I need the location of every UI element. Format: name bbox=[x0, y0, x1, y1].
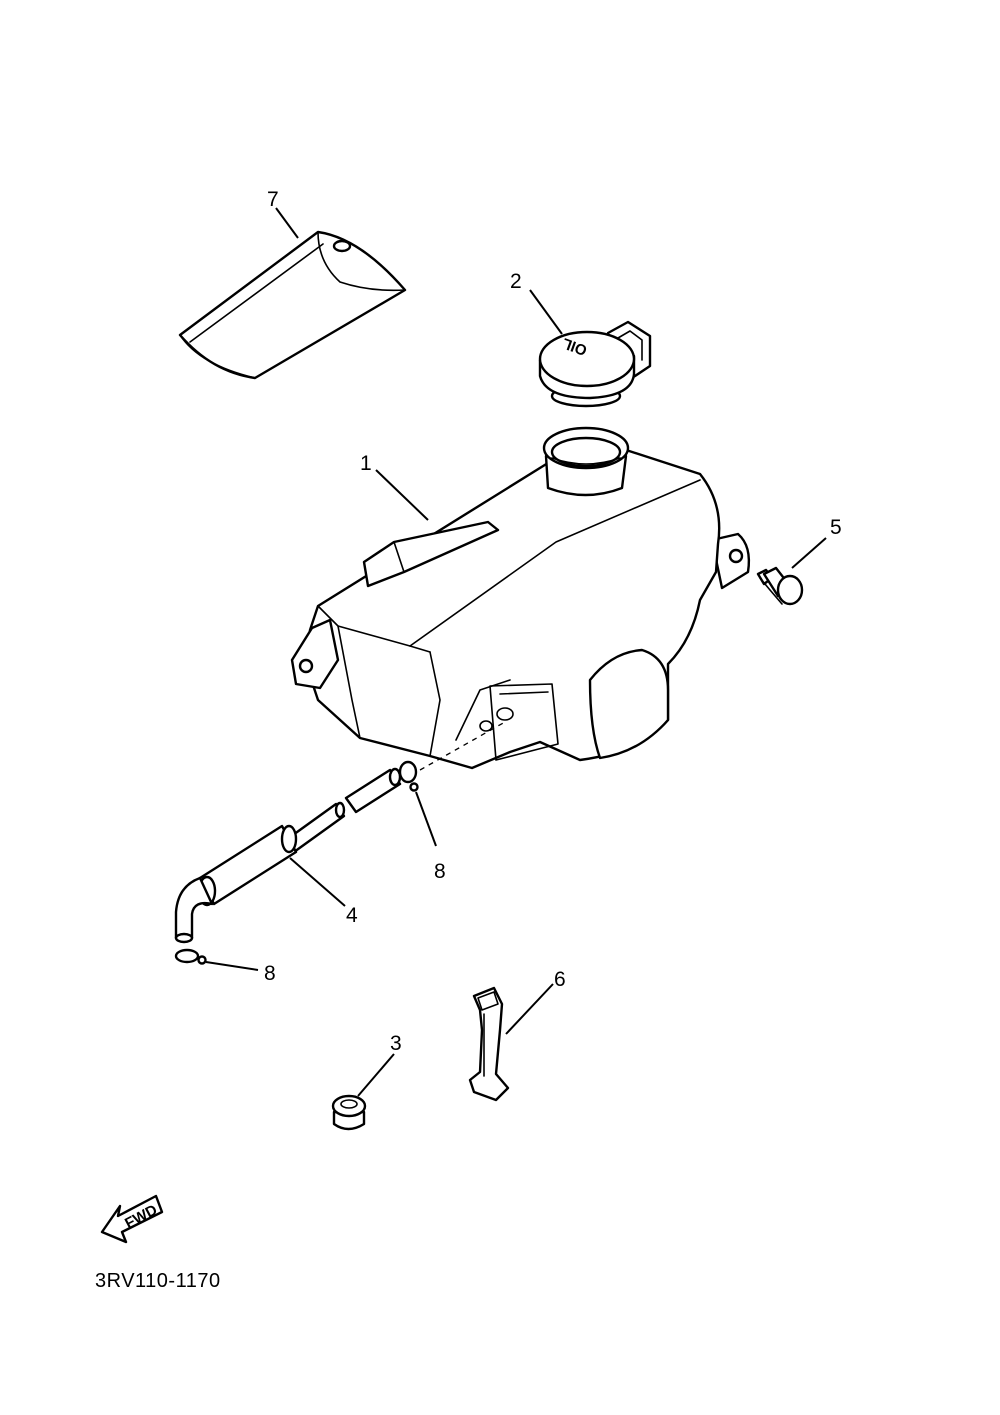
catalog-code: 3RV110-1170 bbox=[95, 1270, 221, 1292]
fwd-arrow-icon: FWD bbox=[100, 1194, 164, 1244]
callout-5: 5 bbox=[830, 516, 842, 539]
part-6-strap bbox=[468, 986, 510, 1102]
leader-8-upper bbox=[415, 791, 437, 847]
part-7-pouch bbox=[178, 230, 407, 380]
leader-2 bbox=[529, 289, 563, 335]
callout-4: 4 bbox=[346, 904, 358, 927]
callout-8-upper: 8 bbox=[434, 860, 446, 883]
leader-6 bbox=[505, 983, 554, 1035]
leader-7 bbox=[275, 207, 299, 239]
leader-1 bbox=[375, 469, 429, 521]
callout-2: 2 bbox=[510, 270, 522, 293]
part-3-grommet bbox=[331, 1094, 367, 1131]
part-2-oil-cap: OIL bbox=[538, 320, 652, 408]
callout-7: 7 bbox=[267, 188, 279, 211]
part-8-clip-lower bbox=[174, 948, 207, 965]
callout-1: 1 bbox=[360, 452, 372, 475]
leader-3 bbox=[357, 1053, 395, 1097]
callout-8-lower: 8 bbox=[264, 962, 276, 985]
leader-8-lower bbox=[205, 961, 259, 971]
assembly-centerline bbox=[419, 721, 506, 771]
callout-3: 3 bbox=[390, 1032, 402, 1055]
part-8-clip-upper bbox=[398, 760, 419, 792]
leader-5 bbox=[791, 537, 827, 569]
part-1-oil-tank bbox=[290, 426, 751, 770]
part-5-bolt bbox=[756, 566, 804, 606]
leader-4 bbox=[289, 857, 346, 907]
part-4-hose bbox=[174, 767, 402, 944]
callout-6: 6 bbox=[554, 968, 566, 991]
